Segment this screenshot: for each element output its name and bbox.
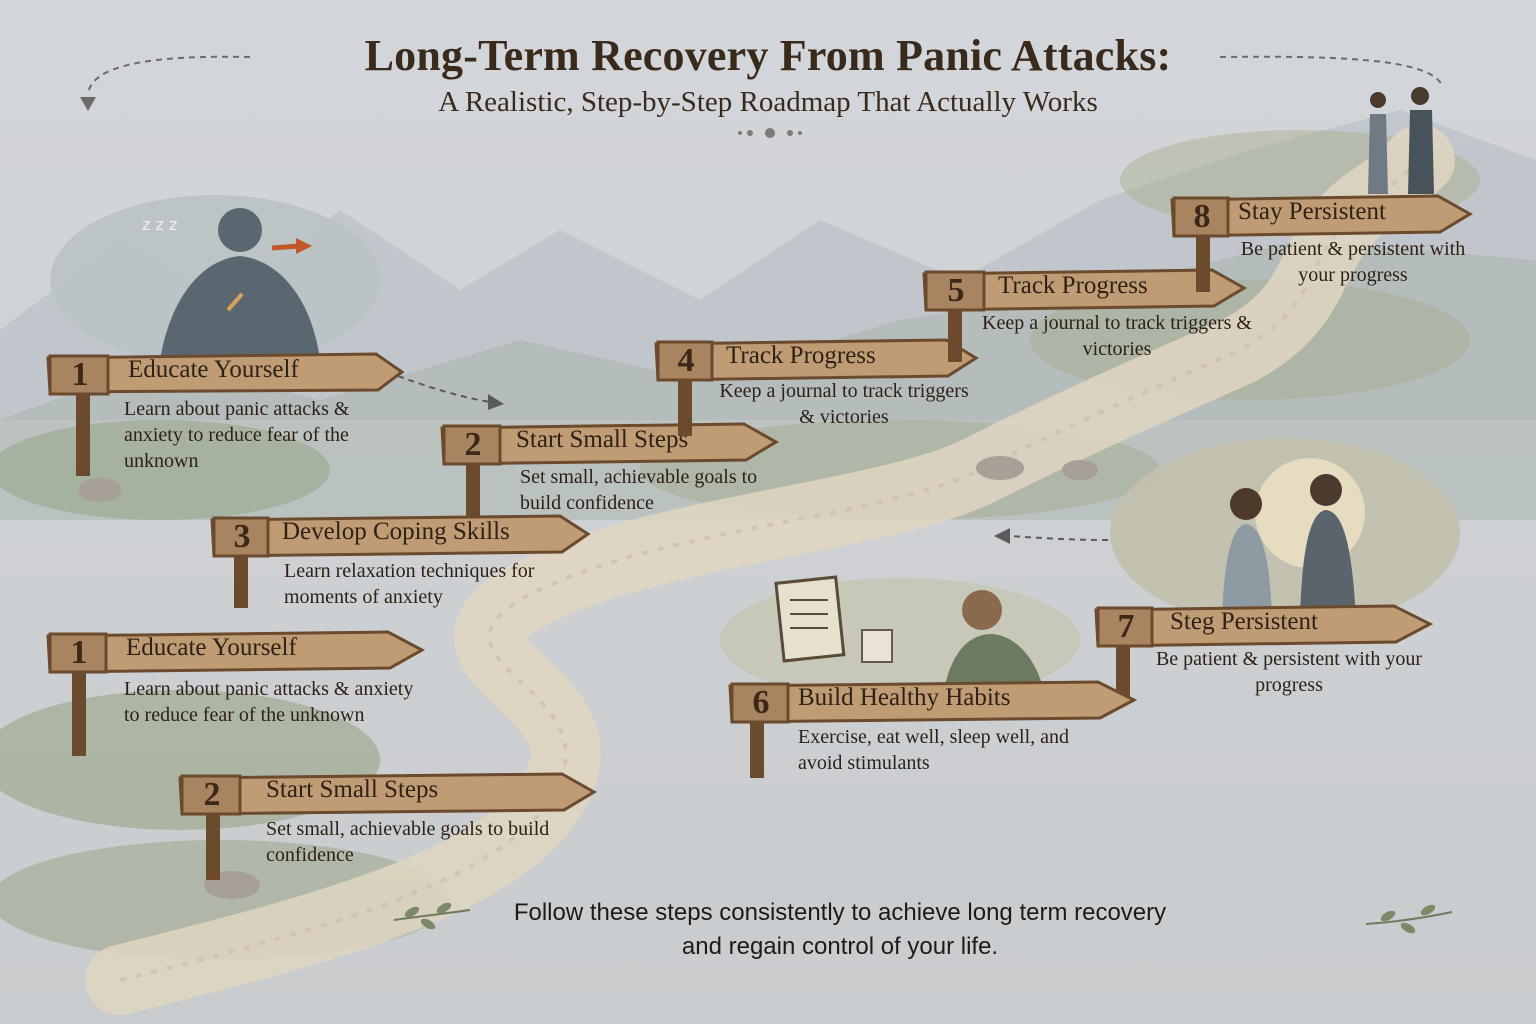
signpost-board [210, 514, 591, 608]
step-description: Keep a journal to track triggers & victo… [982, 312, 1252, 360]
signpost-board [654, 338, 979, 436]
step-description: Keep a journal to track triggers & victo… [719, 380, 969, 428]
step-description: Be patient & persistent with your progre… [1155, 648, 1423, 696]
step-number: 3 [233, 518, 251, 555]
footer-line-1: Follow these steps consistently to achie… [513, 899, 1167, 926]
title-ornament [738, 128, 802, 138]
signpost-1-bottom: 1 Educate Yourself Learn about panic att… [46, 628, 426, 756]
signpost-board [1094, 604, 1434, 698]
signpost-board [728, 680, 1138, 778]
step-description: Exercise, eat well, sleep well, and avoi… [798, 726, 1069, 774]
leaf-sprig-icon [393, 902, 471, 930]
step-heading: Develop Coping Skills [282, 518, 510, 545]
journal-and-coffee-icon [720, 575, 1080, 700]
step-number: 8 [1193, 198, 1211, 235]
signpost-8: 8 Stay Persistent Be patient & persisten… [1170, 192, 1480, 292]
signpost-2-top: 2 Start Small Steps Set small, achievabl… [440, 420, 780, 530]
step-description: Learn about panic attacks & anxiety to r… [124, 678, 414, 726]
signpost-board [922, 268, 1247, 362]
couple-walking-icon [1110, 438, 1460, 628]
signpost-1-top: 1 Educate Yourself Learn about panic att… [46, 348, 406, 478]
couple-walking-small-icon [1368, 87, 1434, 194]
dashed-arrow-1-to-2 [397, 375, 504, 410]
signpost-board [46, 352, 405, 476]
signpost-3: 3 Develop Coping Skills Learn relaxation… [210, 512, 591, 608]
step-description: Set small, achievable goals to build con… [520, 466, 758, 514]
signpost-6: 6 Build Healthy Habits Exercise, eat wel… [728, 678, 1138, 778]
signpost-board [178, 772, 597, 880]
footer-line-2: and regain control of your life. [681, 933, 999, 960]
step-heading: Educate Yourself [128, 356, 299, 383]
signpost-4: 4 Track Progress Keep a journal to track… [654, 336, 984, 436]
step-number: 1 [71, 356, 89, 393]
signpost-5: 5 Track Progress Keep a journal to track… [922, 266, 1252, 362]
signpost-2-bottom: 2 Start Small Steps Set small, achievabl… [178, 770, 598, 880]
step-heading: Track Progress [998, 272, 1148, 299]
step-number: 4 [677, 342, 695, 379]
page-title: Long-Term Recovery From Panic Attacks: [364, 31, 1172, 80]
step-heading: Track Progress [726, 342, 876, 369]
step-description: Learn relaxation techniques for moments … [284, 560, 535, 608]
breathing-figure-icon: z z z [50, 195, 380, 360]
step-heading: Start Small Steps [516, 426, 689, 453]
step-heading: Start Small Steps [266, 776, 439, 803]
step-heading: Steg Persistent [1170, 608, 1318, 635]
signpost-board [440, 422, 779, 530]
footer-message: Follow these steps consistently to achie… [400, 896, 1280, 964]
step-number: 5 [947, 272, 965, 309]
step-number: 1 [70, 634, 88, 671]
signpost-7: 7 Steg Persistent Be patient & persisten… [1094, 602, 1434, 698]
step-description: Set small, achievable goals to build con… [266, 818, 550, 866]
step-heading: Stay Persistent [1238, 198, 1386, 225]
step-description: Learn about panic attacks & anxiety to r… [124, 398, 350, 472]
step-number: 7 [1117, 608, 1135, 645]
page-subtitle: A Realistic, Step-by-Step Roadmap That A… [438, 86, 1098, 118]
signpost-board [1170, 194, 1473, 292]
leaf-sprig-icon [1365, 904, 1453, 934]
step-number: 2 [464, 426, 482, 463]
header-dashed-arrow [80, 55, 1443, 111]
svg-text:z z z: z z z [142, 215, 177, 234]
signpost-board [46, 630, 426, 756]
step-number: 6 [752, 684, 770, 721]
step-description: Be patient & persistent with your progre… [1240, 238, 1466, 286]
dashed-arrow-to-path [994, 528, 1109, 544]
step-heading: Build Healthy Habits [798, 684, 1011, 711]
step-heading: Educate Yourself [126, 634, 297, 661]
step-number: 2 [203, 776, 221, 813]
